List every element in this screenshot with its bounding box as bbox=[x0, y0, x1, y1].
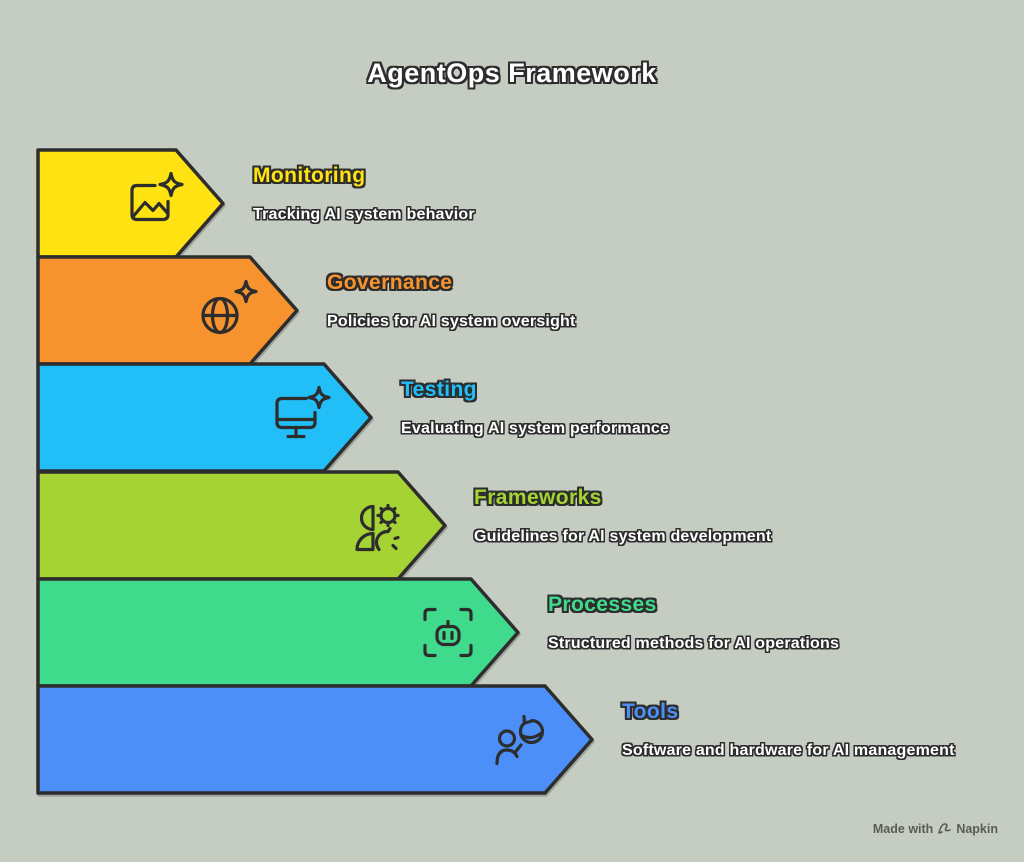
step-title: Frameworks bbox=[474, 486, 602, 509]
arrow-governance bbox=[36, 255, 299, 366]
step-governance: Governance Policies for AI system oversi… bbox=[0, 253, 1024, 368]
robot-scan-icon bbox=[423, 607, 473, 658]
step-processes: Processes Structured methods for AI oper… bbox=[0, 575, 1024, 690]
arrow-frameworks bbox=[36, 470, 447, 581]
step-tools: Tools Software and hardware for AI manag… bbox=[0, 682, 1024, 797]
globe-sparkle-icon bbox=[201, 279, 258, 335]
step-description: Software and hardware for AI management bbox=[622, 742, 955, 759]
image-sparkle-icon bbox=[130, 171, 184, 222]
step-title: Monitoring bbox=[253, 164, 366, 187]
step-monitoring: Monitoring Tracking AI system behavior bbox=[0, 146, 1024, 261]
step-title: Testing bbox=[401, 378, 477, 401]
step-description: Tracking AI system behavior bbox=[253, 206, 475, 223]
monitor-sparkle-icon bbox=[275, 385, 331, 439]
person-gears-icon bbox=[355, 503, 400, 552]
arrow-tools bbox=[36, 684, 594, 795]
arrow-processes bbox=[36, 577, 520, 688]
arrow-testing bbox=[36, 362, 373, 473]
step-description: Guidelines for AI system development bbox=[474, 528, 772, 545]
step-title: Processes bbox=[548, 593, 657, 616]
arrow-monitoring bbox=[36, 148, 225, 259]
step-description: Policies for AI system oversight bbox=[327, 313, 576, 330]
watermark-prefix: Made with bbox=[872, 821, 934, 836]
step-frameworks: Frameworks Guidelines for AI system deve… bbox=[0, 468, 1024, 583]
watermark: Made with Napkin bbox=[873, 821, 998, 836]
user-sync-icon bbox=[495, 714, 545, 766]
step-testing: Testing Evaluating AI system performance bbox=[0, 360, 1024, 475]
watermark-brand: Napkin bbox=[956, 821, 998, 836]
page-title: AgentOps Framework bbox=[367, 58, 657, 88]
napkin-logo-icon bbox=[938, 823, 952, 834]
step-title: Governance bbox=[327, 271, 453, 294]
step-description: Structured methods for AI operations bbox=[548, 635, 840, 652]
step-description: Evaluating AI system performance bbox=[401, 420, 670, 437]
step-title: Tools bbox=[622, 700, 679, 723]
